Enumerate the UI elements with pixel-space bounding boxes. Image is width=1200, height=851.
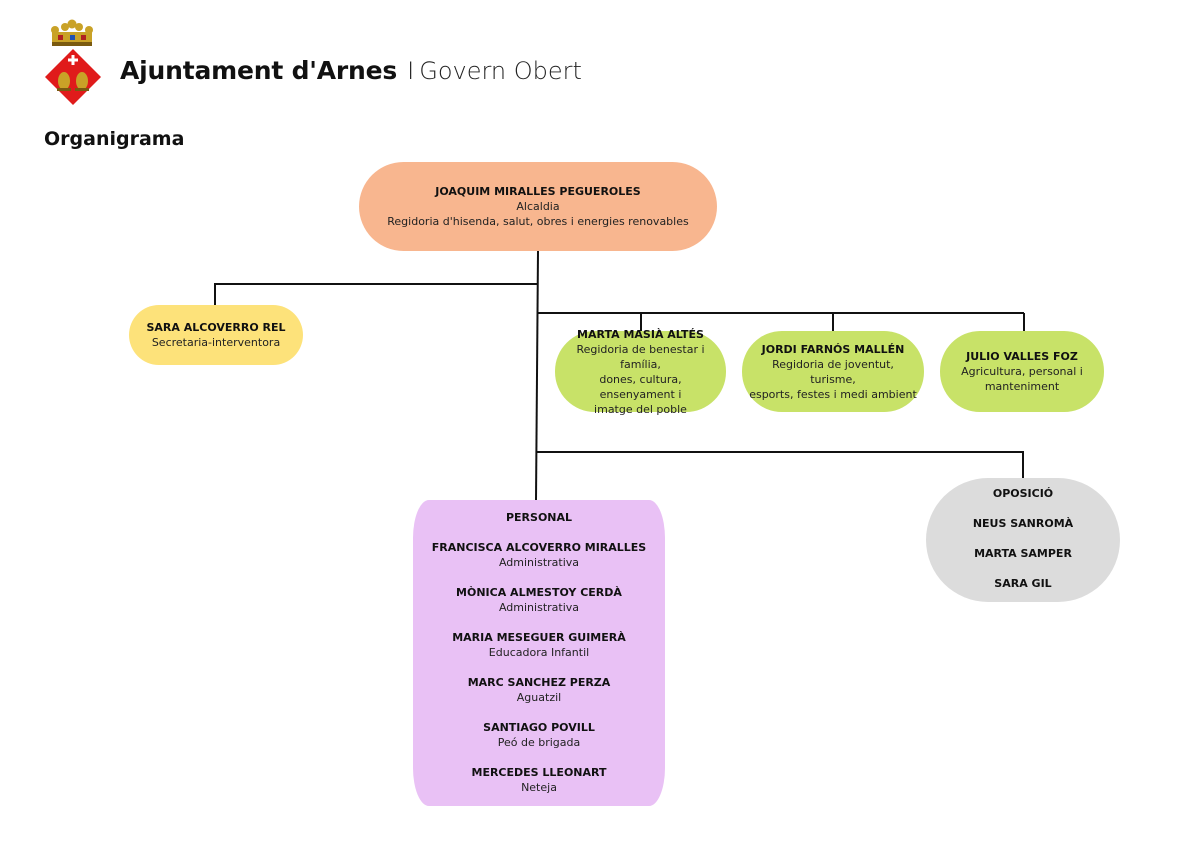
staff-member-role: Educadora Infantil: [488, 646, 590, 659]
staff-member-role: Administrativa: [498, 556, 580, 569]
brand-name: Ajuntament d'Arnes: [120, 56, 398, 85]
brand-subtitle: Govern Obert: [419, 57, 582, 85]
mayor-name: JOAQUIM MIRALLES PEGUEROLES: [435, 185, 641, 198]
councillor-role-line: manteniment: [984, 380, 1060, 393]
staff-member: FRANCISCA ALCOVERRO MIRALLES Administrat…: [413, 540, 665, 570]
councillor-role-line: Regidoria de benestar i família,: [576, 342, 705, 371]
councillor-name: JULIO VALLES FOZ: [966, 350, 1078, 363]
councillor-node: JULIO VALLES FOZ Agricultura, personal i…: [940, 331, 1104, 412]
opposition-member: NEUS SANROMÀ: [972, 517, 1074, 530]
councillor-node: MARTA MASIÀ ALTÉS Regidoria de benestar …: [555, 328, 726, 416]
staff-member-name: FRANCISCA ALCOVERRO MIRALLES: [431, 541, 647, 554]
brand-separator: I: [407, 57, 415, 85]
mayor-portfolio: Regidoria d'hisenda, salut, obres i ener…: [387, 215, 689, 228]
staff-member-name: MÒNICA ALMESTOY CERDÀ: [456, 586, 622, 599]
councillor-role-line: Regidoria de joventut, turisme,: [772, 357, 894, 386]
staff-node: PERSONAL FRANCISCA ALCOVERRO MIRALLES Ad…: [413, 500, 665, 806]
councillor-role-line: imatge del poble: [594, 402, 687, 416]
staff-member: MARC SANCHEZ PERZA Aguatzil: [413, 675, 665, 705]
councillor-node: JORDI FARNÓS MALLÉN Regidoria de joventu…: [742, 331, 924, 412]
councillor-role-line: esports, festes i medi ambient: [749, 387, 917, 401]
opposition-node: OPOSICIÓ NEUS SANROMÀ MARTA SAMPER SARA …: [926, 478, 1120, 602]
councillor-role-line: Agricultura, personal i: [961, 365, 1083, 378]
staff-member-role: Neteja: [521, 781, 557, 794]
opposition-member: SARA GIL: [994, 577, 1052, 590]
header: Ajuntament d'Arnes I Govern Obert: [44, 18, 744, 108]
secretary-name: SARA ALCOVERRO REL: [146, 321, 286, 334]
page-title: Organigrama: [44, 128, 185, 150]
mayor-node: JOAQUIM MIRALLES PEGUEROLES Alcaldia Reg…: [359, 162, 717, 251]
staff-member: MÒNICA ALMESTOY CERDÀ Administrativa: [413, 585, 665, 615]
brand: Ajuntament d'Arnes I Govern Obert: [120, 56, 582, 85]
staff-member: MARIA MESEGUER GUIMERÀ Educadora Infanti…: [413, 630, 665, 660]
opposition-title: OPOSICIÓ: [992, 487, 1054, 500]
secretary-role: Secretaria-interventora: [151, 336, 281, 349]
coat-of-arms-icon: [45, 19, 101, 105]
staff-member: MERCEDES LLEONART Neteja: [413, 765, 665, 795]
mayor-role: Alcaldia: [516, 200, 560, 213]
staff-member-role: Administrativa: [498, 601, 580, 614]
staff-member-name: SANTIAGO POVILL: [483, 721, 595, 734]
trunk-line: [535, 250, 539, 501]
opposition-connector: [537, 451, 1024, 478]
staff-title: PERSONAL: [505, 511, 573, 524]
staff-member-role: Peó de brigada: [497, 736, 581, 749]
staff-member: SANTIAGO POVILL Peó de brigada: [413, 720, 665, 750]
secretary-connector: [214, 283, 538, 305]
opposition-member: MARTA SAMPER: [974, 547, 1072, 560]
staff-member-name: MERCEDES LLEONART: [471, 766, 607, 779]
secretary-node: SARA ALCOVERRO REL Secretaria-intervento…: [129, 305, 303, 365]
councillor-name: JORDI FARNÓS MALLÉN: [761, 342, 905, 356]
councillor-role-line: dones, cultura, ensenyament i: [599, 372, 682, 401]
staff-member-name: MARIA MESEGUER GUIMERÀ: [452, 631, 626, 644]
councillor-name: MARTA MASIÀ ALTÉS: [577, 327, 704, 341]
staff-member-name: MARC SANCHEZ PERZA: [467, 676, 611, 689]
staff-member-role: Aguatzil: [516, 691, 562, 704]
